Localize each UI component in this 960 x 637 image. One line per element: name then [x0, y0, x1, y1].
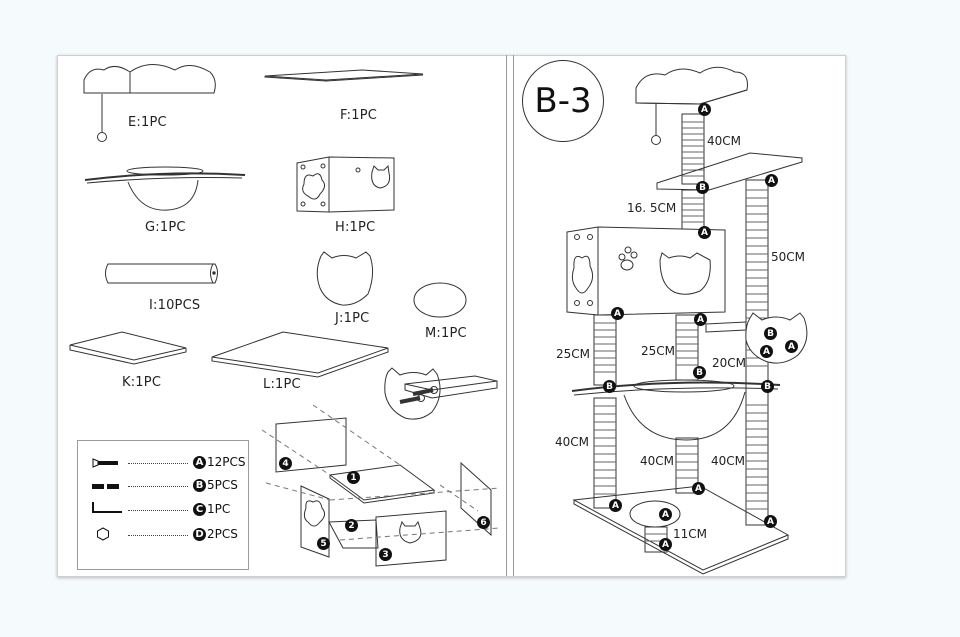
part-i-post-drawing: [105, 263, 218, 284]
screw-marker-a: A: [765, 174, 778, 187]
screw-marker-a: A: [698, 226, 711, 239]
dimension-center-bottom-post: 40CM: [640, 454, 675, 468]
part-i-label: I:10PCS: [149, 298, 201, 313]
dimension-small-post: 11CM: [673, 527, 708, 541]
screw-marker-b: B: [693, 366, 706, 379]
screw-marker-a: A: [760, 345, 773, 358]
leader-line: [128, 535, 188, 536]
screw-marker-a: A: [785, 340, 798, 353]
screw-marker-b: B: [761, 380, 774, 393]
leader-line: [128, 510, 188, 511]
part-e-cloud-platform-drawing: [83, 64, 216, 142]
dimension-right-bottom-post: 40CM: [711, 454, 746, 468]
letter-badge-c: C: [193, 502, 206, 516]
hardware-qty-d: 2PCS: [207, 527, 238, 541]
part-k-board-drawing: [69, 331, 187, 365]
leader-line: [128, 463, 188, 464]
leader-line: [128, 486, 188, 487]
hardware-qty-b: 5PCS: [207, 478, 238, 492]
dimension-center-mid-post: 25CM: [641, 344, 676, 358]
part-k-label: K:1PC: [122, 375, 162, 390]
part-j-label: J:1PC: [335, 311, 370, 326]
part-m-oval-disk-drawing: [413, 282, 467, 318]
part-l-board-drawing: [211, 331, 389, 378]
part-l-label: L:1PC: [263, 377, 301, 392]
step-number-2: 2: [345, 519, 358, 532]
part-j-cat-face-drawing: [316, 251, 374, 306]
part-h-label: H:1PC: [335, 220, 376, 235]
screw-marker-a: A: [659, 538, 672, 551]
letter-badge-b: B: [193, 478, 206, 492]
step-title-badge: B-3: [522, 60, 604, 142]
screw-marker-a: A: [698, 103, 711, 116]
hex-nut-icon: [97, 527, 109, 541]
dimension-right-tall-post: 50CM: [771, 250, 806, 264]
dimension-left-mid-post: 25CM: [556, 347, 591, 361]
page-divider-right: [513, 55, 514, 576]
step-number-6: 6: [477, 516, 490, 529]
hardware-qty-c: 1PC: [207, 502, 231, 516]
screw-marker-b: B: [603, 380, 616, 393]
step-number-1: 1: [347, 471, 360, 484]
part-g-hammock-drawing: [84, 166, 246, 211]
part-f-board-drawing: [264, 69, 424, 82]
screw-marker-a: A: [692, 482, 705, 495]
part-e-label: E:1PC: [128, 115, 167, 130]
dimension-upper-short-post: 16. 5CM: [627, 201, 677, 215]
top-post-rope: [682, 121, 704, 177]
screw-marker-a: A: [609, 499, 622, 512]
dimension-top-post: 40CM: [707, 134, 742, 148]
step-number-5: 5: [317, 537, 330, 550]
dimension-left-bottom-post: 40CM: [555, 435, 590, 449]
page-divider-left: [506, 55, 507, 576]
screw-marker-a: A: [611, 307, 624, 320]
assembled-cat-tree-drawing: [566, 66, 808, 575]
side-perch-detail-drawing: [384, 367, 498, 420]
part-h-cube-house-drawing: [296, 156, 395, 213]
part-g-label: G:1PC: [145, 220, 186, 235]
step-number-4: 4: [279, 457, 292, 470]
allen-key-icon: [92, 502, 122, 513]
dimension-side-post: 20CM: [712, 356, 747, 370]
letter-badge-d: D: [193, 527, 206, 541]
step-number-3: 3: [379, 548, 392, 561]
letter-badge-a: A: [193, 455, 206, 469]
screw-icon: [92, 458, 118, 468]
screw-marker-a: A: [694, 313, 707, 326]
step-title: B-3: [534, 81, 592, 121]
screw-marker-a: A: [659, 508, 672, 521]
hardware-qty-a: 12PCS: [207, 455, 246, 469]
screw-marker-a: A: [764, 515, 777, 528]
screw-marker-b: B: [696, 181, 709, 194]
part-m-label: M:1PC: [425, 326, 467, 341]
screw-marker-b: B: [764, 327, 777, 340]
box-exploded-view-drawing: [261, 404, 501, 567]
part-f-label: F:1PC: [340, 108, 378, 123]
connector-bolt-icon: [92, 484, 119, 489]
